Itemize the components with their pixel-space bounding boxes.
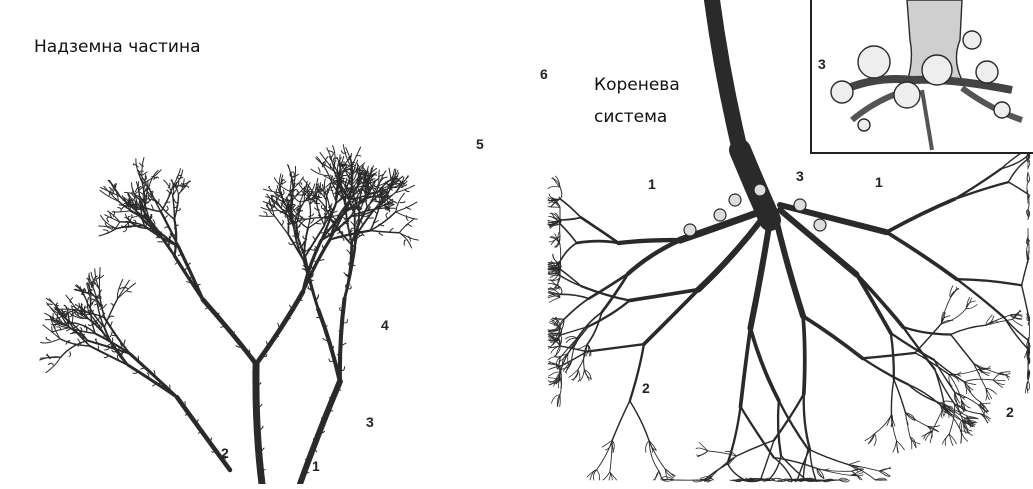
root-system-label: Коренева система (594, 72, 714, 130)
root-number-1-right: 1 (875, 174, 883, 190)
root-system-label-line2: система (594, 104, 714, 130)
aboveground-part-drawing (40, 145, 419, 484)
aboveground-label: Надземна частина (34, 34, 201, 60)
root-number-2-left: 2 (642, 380, 650, 396)
shoot-number-3: 3 (366, 414, 374, 430)
shoot-number-1: 1 (312, 458, 320, 474)
root-number-1-left: 1 (648, 176, 656, 192)
inset-number-3: 3 (818, 56, 826, 72)
root-number-3-center: 3 (796, 168, 804, 184)
shoot-number-6: 6 (540, 66, 548, 82)
inset-nodules-detail (810, 0, 1033, 154)
nodules-drawing (812, 0, 1033, 152)
shoot-number-4: 4 (381, 317, 389, 333)
shoot-number-2: 2 (221, 445, 229, 461)
root-system-label-line1: Коренева (594, 72, 714, 98)
shoot-number-5: 5 (476, 136, 484, 152)
root-number-2-right: 2 (1006, 404, 1014, 420)
